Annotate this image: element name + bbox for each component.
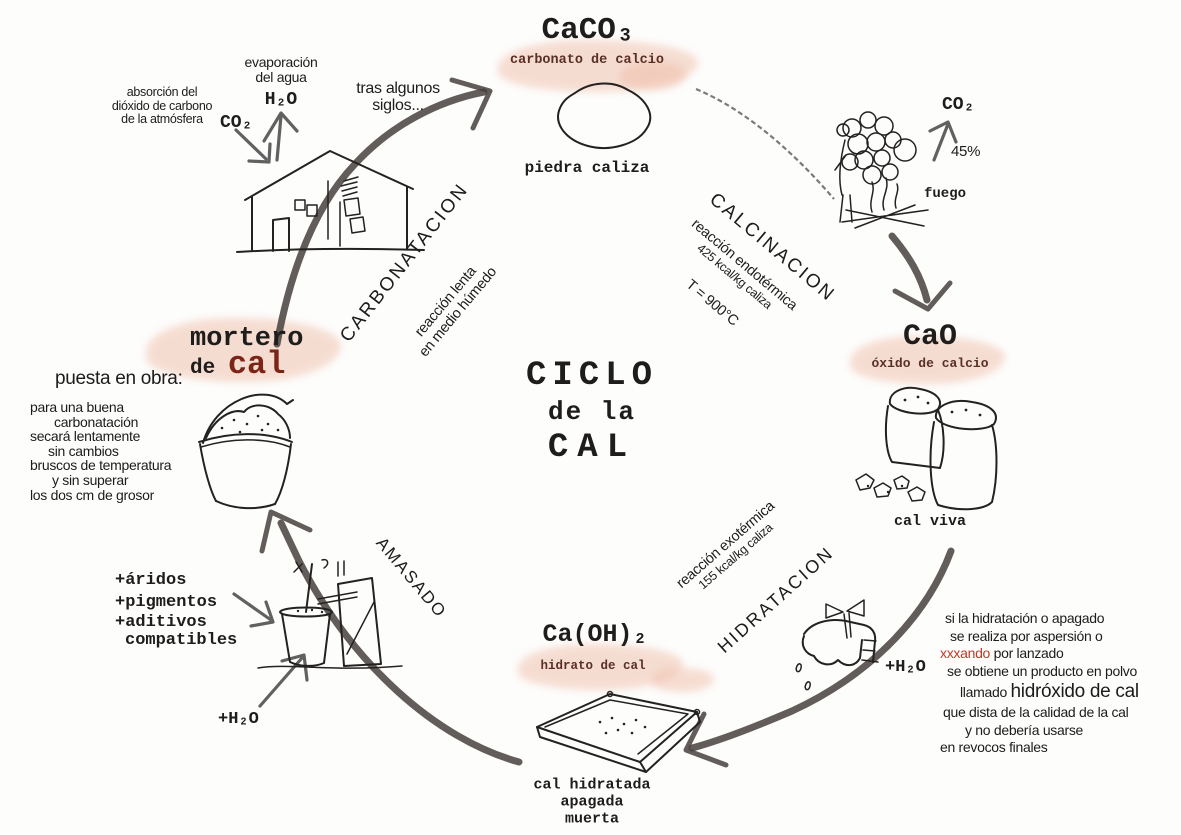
arrow-evaporation-up (262, 111, 299, 162)
warning-after-red: por lanzado (990, 645, 1064, 661)
page-title: CICLO de la CAL (526, 357, 658, 467)
amasado-input-compatibles: compatibles (125, 631, 238, 650)
puesta-line-4: sin cambios (48, 442, 119, 459)
wash-caoh2-tail (652, 668, 714, 692)
title-line-1: CICLO (525, 357, 659, 395)
amasado-input-pigmentos: +pigmentos (115, 593, 218, 612)
warning-line-5: llamado hidróxido de cal (960, 680, 1139, 704)
lime-sacks-drawing (855, 386, 998, 511)
cycle-arc-carbonatacion (273, 77, 493, 348)
house-drawing (236, 150, 425, 253)
warning-llamado: llamado (960, 684, 1011, 700)
caco3-subtitle: carbonato de calcio (510, 53, 664, 68)
warning-line-6: que dista de la calidad de la cal (943, 704, 1129, 720)
puesta-line-6: y sin superar (52, 471, 129, 488)
arrow-co2-fire-up (928, 120, 958, 162)
absorcion-line2: dióxido de carbono (111, 98, 213, 113)
siglos-line1: tras algunos (356, 80, 440, 97)
siglos-line2: siglos... (372, 97, 424, 114)
evaporacion-h2o: H₂O (264, 90, 298, 110)
amasado-inputs: +áridos +pigmentos +aditivos compatibles (115, 570, 237, 650)
mortero-title-prefix: de (190, 357, 228, 380)
puesta-en-obra-text: para una buena carbonatación secará lent… (30, 399, 172, 503)
title-line-3: CAL (547, 429, 637, 467)
faucet-h2o: +H₂O (885, 658, 926, 677)
warning-line-1: si la hidratación o apagado (945, 610, 1105, 626)
caco3-formula: CaCO₃ (541, 13, 635, 48)
faucet-drawing (795, 599, 879, 691)
caoh2-formula: Ca(OH)₂ (542, 620, 648, 649)
puesta-line-5: bruscos de temperatura (30, 457, 172, 474)
siglos-note: tras algunos siglos... (356, 80, 440, 114)
mortero-title-top: mortero (190, 324, 304, 354)
absorcion-line3: de la atmósfera (121, 112, 203, 126)
amasado-h2o: +H₂O (218, 710, 259, 729)
wash-cao (850, 336, 1005, 384)
warning-line-8: en revocos finales (940, 739, 1048, 755)
cao-caption: cal viva (893, 513, 967, 530)
fire-co2: CO₂ (942, 95, 975, 115)
cycle-arc-cao-to-tray (683, 547, 955, 768)
caoh2-caption-line3: muerta (564, 810, 619, 828)
lime-tray-drawing (536, 690, 701, 773)
puesta-en-obra-heading: puesta en obra: (55, 368, 183, 389)
amasado-input-aditivos: +aditivos (115, 613, 207, 632)
warning-line-4: se obtiene un producto en polvo (947, 662, 1137, 679)
mortero-title: mortero de cal (190, 326, 303, 382)
cao-subtitle: óxido de calcio (871, 356, 989, 371)
evaporacion-note: evaporación del agua (245, 55, 318, 85)
caoh2-caption-line2: apagada (560, 793, 624, 811)
amasado-input-aridos: +áridos (115, 571, 187, 590)
puesta-line-2: carbonatación (54, 413, 139, 430)
wash-mortero (146, 318, 341, 382)
cycle-arc-thin-caco3-to-fire (695, 87, 835, 200)
cycle-arc-tray-to-mortero (259, 509, 523, 766)
warning-line-3: xxxando por lanzado (940, 645, 1139, 663)
cao-formula: CaO (902, 320, 958, 354)
kiln-fire-drawing (834, 111, 929, 229)
arrow-h2o-to-cup (258, 653, 309, 708)
title-line-2: de la (547, 397, 636, 427)
mortero-title-accent: cal (227, 346, 286, 383)
caco3-caption: piedra caliza (524, 159, 650, 177)
mixing-cup-drawing (257, 558, 403, 669)
warning-line-2: se realiza por aspersión o (950, 627, 1103, 644)
mortar-bucket-drawing (198, 393, 294, 510)
evaporacion-line1: evaporación (244, 54, 318, 70)
arrow-co2-absorption (234, 128, 272, 164)
puesta-line-7: los dos cm de grosor (30, 486, 154, 503)
puesta-line-3: secará lentamente (30, 428, 141, 445)
fire-pct: 45% (951, 143, 981, 160)
absorcion-note: absorción del dióxido de carbono de la a… (111, 85, 213, 127)
warning-red-word: xxxando (940, 645, 991, 661)
arrow-aridos-to-cup (232, 592, 275, 628)
absorcion-co2: CO₂ (220, 113, 253, 133)
fire-label: fuego (924, 186, 967, 202)
absorcion-line1: absorción del (126, 85, 198, 99)
cycle-arc-fire-to-cao (888, 232, 953, 312)
evaporacion-line2: del agua (255, 69, 307, 85)
hidroxido-warning-text: si la hidratación o apagado se realiza p… (940, 610, 1139, 757)
caoh2-caption-line1: cal hidratada (533, 776, 651, 794)
puesta-line-1: para una buena (30, 399, 124, 415)
caoh2-subtitle: hidrato de cal (540, 659, 646, 673)
warning-line-7: y no debería usarse (965, 721, 1084, 738)
caoh2-caption: cal hidratada apagada muerta (533, 777, 650, 828)
wash-caco3-tail (620, 62, 686, 90)
warning-producto: hidróxido de cal (1010, 681, 1140, 702)
limestone-rock-drawing (557, 82, 652, 149)
